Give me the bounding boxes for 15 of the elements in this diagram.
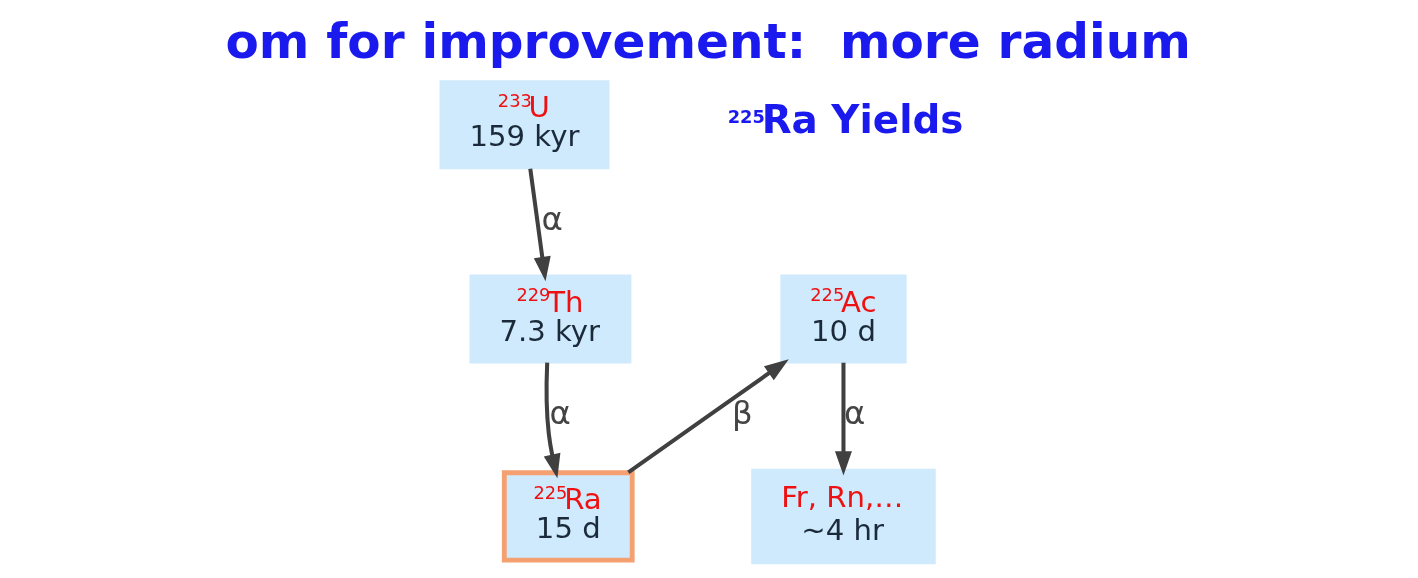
node-box: $^{225}$Ac 10 d [779, 274, 907, 364]
edge-label: α [540, 199, 563, 238]
edge-label: α [548, 394, 571, 433]
edge-label: α [843, 394, 865, 433]
arrow [834, 362, 852, 476]
label: $^{225}$Ra Yields [727, 97, 963, 143]
arrow [543, 362, 560, 479]
arrow [527, 168, 551, 282]
arrow [626, 359, 789, 475]
node-box: Fr, Rn,… ~4 hr [750, 468, 936, 565]
node-box: $^{229}$Th 7.3 kyr [469, 274, 631, 364]
edge-label: β [731, 394, 753, 433]
diagram-title: om for improvement: more radium [224, 13, 1191, 70]
node-box: $^{233}$U 159 kyr [439, 80, 610, 170]
node-box: $^{225}$Ra 15 d [501, 470, 635, 563]
